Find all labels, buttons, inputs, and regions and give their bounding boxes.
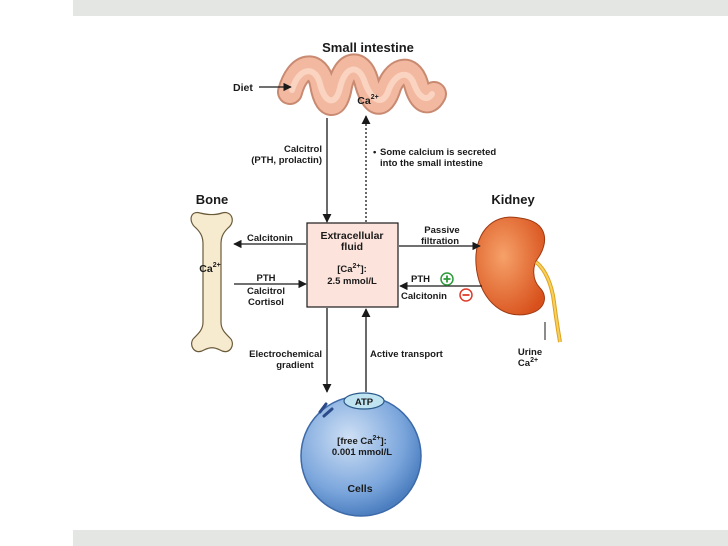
small-intestine-title: Small intestine: [322, 40, 414, 55]
calcitonin-bone-label: Calcitonin: [247, 233, 293, 244]
top-band: [73, 0, 728, 16]
pth-bone-label: PTH: [257, 273, 276, 284]
extracellular-concentration-label: [Ca2+]:: [337, 263, 367, 275]
calcitonin-kidney-label: Calcitonin: [401, 291, 447, 302]
gradient-label: gradient: [276, 360, 314, 371]
extracellular-label-line2: fluid: [341, 241, 363, 253]
intestine-ca-label: Ca2+: [357, 94, 378, 107]
secretion-note-line1: Some calcium is secreted: [380, 147, 496, 158]
bottom-band: [73, 530, 728, 546]
filtration-label: filtration: [421, 236, 459, 247]
small-intestine-illustration: [277, 53, 447, 116]
cell-concentration-label: [free Ca2+]:: [337, 435, 387, 447]
cortisol-bone-label: Cortisol: [248, 297, 284, 308]
active-transport-label: Active transport: [370, 349, 444, 360]
urine-ca-label: Ca2+: [518, 357, 538, 369]
calcium-channel-icon: [318, 402, 334, 418]
electrochemical-label: Electrochemical: [249, 349, 322, 360]
pth-kidney-label: PTH: [411, 274, 430, 285]
bone-title: Bone: [196, 192, 229, 207]
cells-label: Cells: [347, 483, 372, 495]
kidney-title: Kidney: [491, 192, 535, 207]
plus-icon: [443, 275, 451, 283]
atp-label: ATP: [355, 397, 374, 408]
extracellular-concentration-value: 2.5 mmol/L: [327, 276, 377, 287]
atp-pump-icon: [343, 392, 385, 410]
urine-label: Urine: [518, 347, 542, 358]
passive-label: Passive: [424, 225, 459, 236]
secretion-bullet: •: [373, 147, 377, 158]
extracellular-fluid-box: [306, 222, 399, 308]
extracellular-label-line1: Extracellular: [320, 230, 383, 242]
diet-label: Diet: [233, 82, 253, 94]
calcitrol-bone-label: Calcitrol: [247, 286, 285, 297]
bone-illustration: [190, 211, 233, 353]
secretion-note-line2: into the small intestine: [380, 158, 483, 169]
kidney-illustration: [475, 216, 562, 343]
calcitrol-regulators-label: (PTH, prolactin): [251, 155, 322, 166]
calcitrol-label: Calcitrol: [284, 144, 322, 155]
bone-ca-label: Ca2+: [199, 262, 220, 275]
cell-concentration-value: 0.001 mmol/L: [332, 447, 392, 458]
